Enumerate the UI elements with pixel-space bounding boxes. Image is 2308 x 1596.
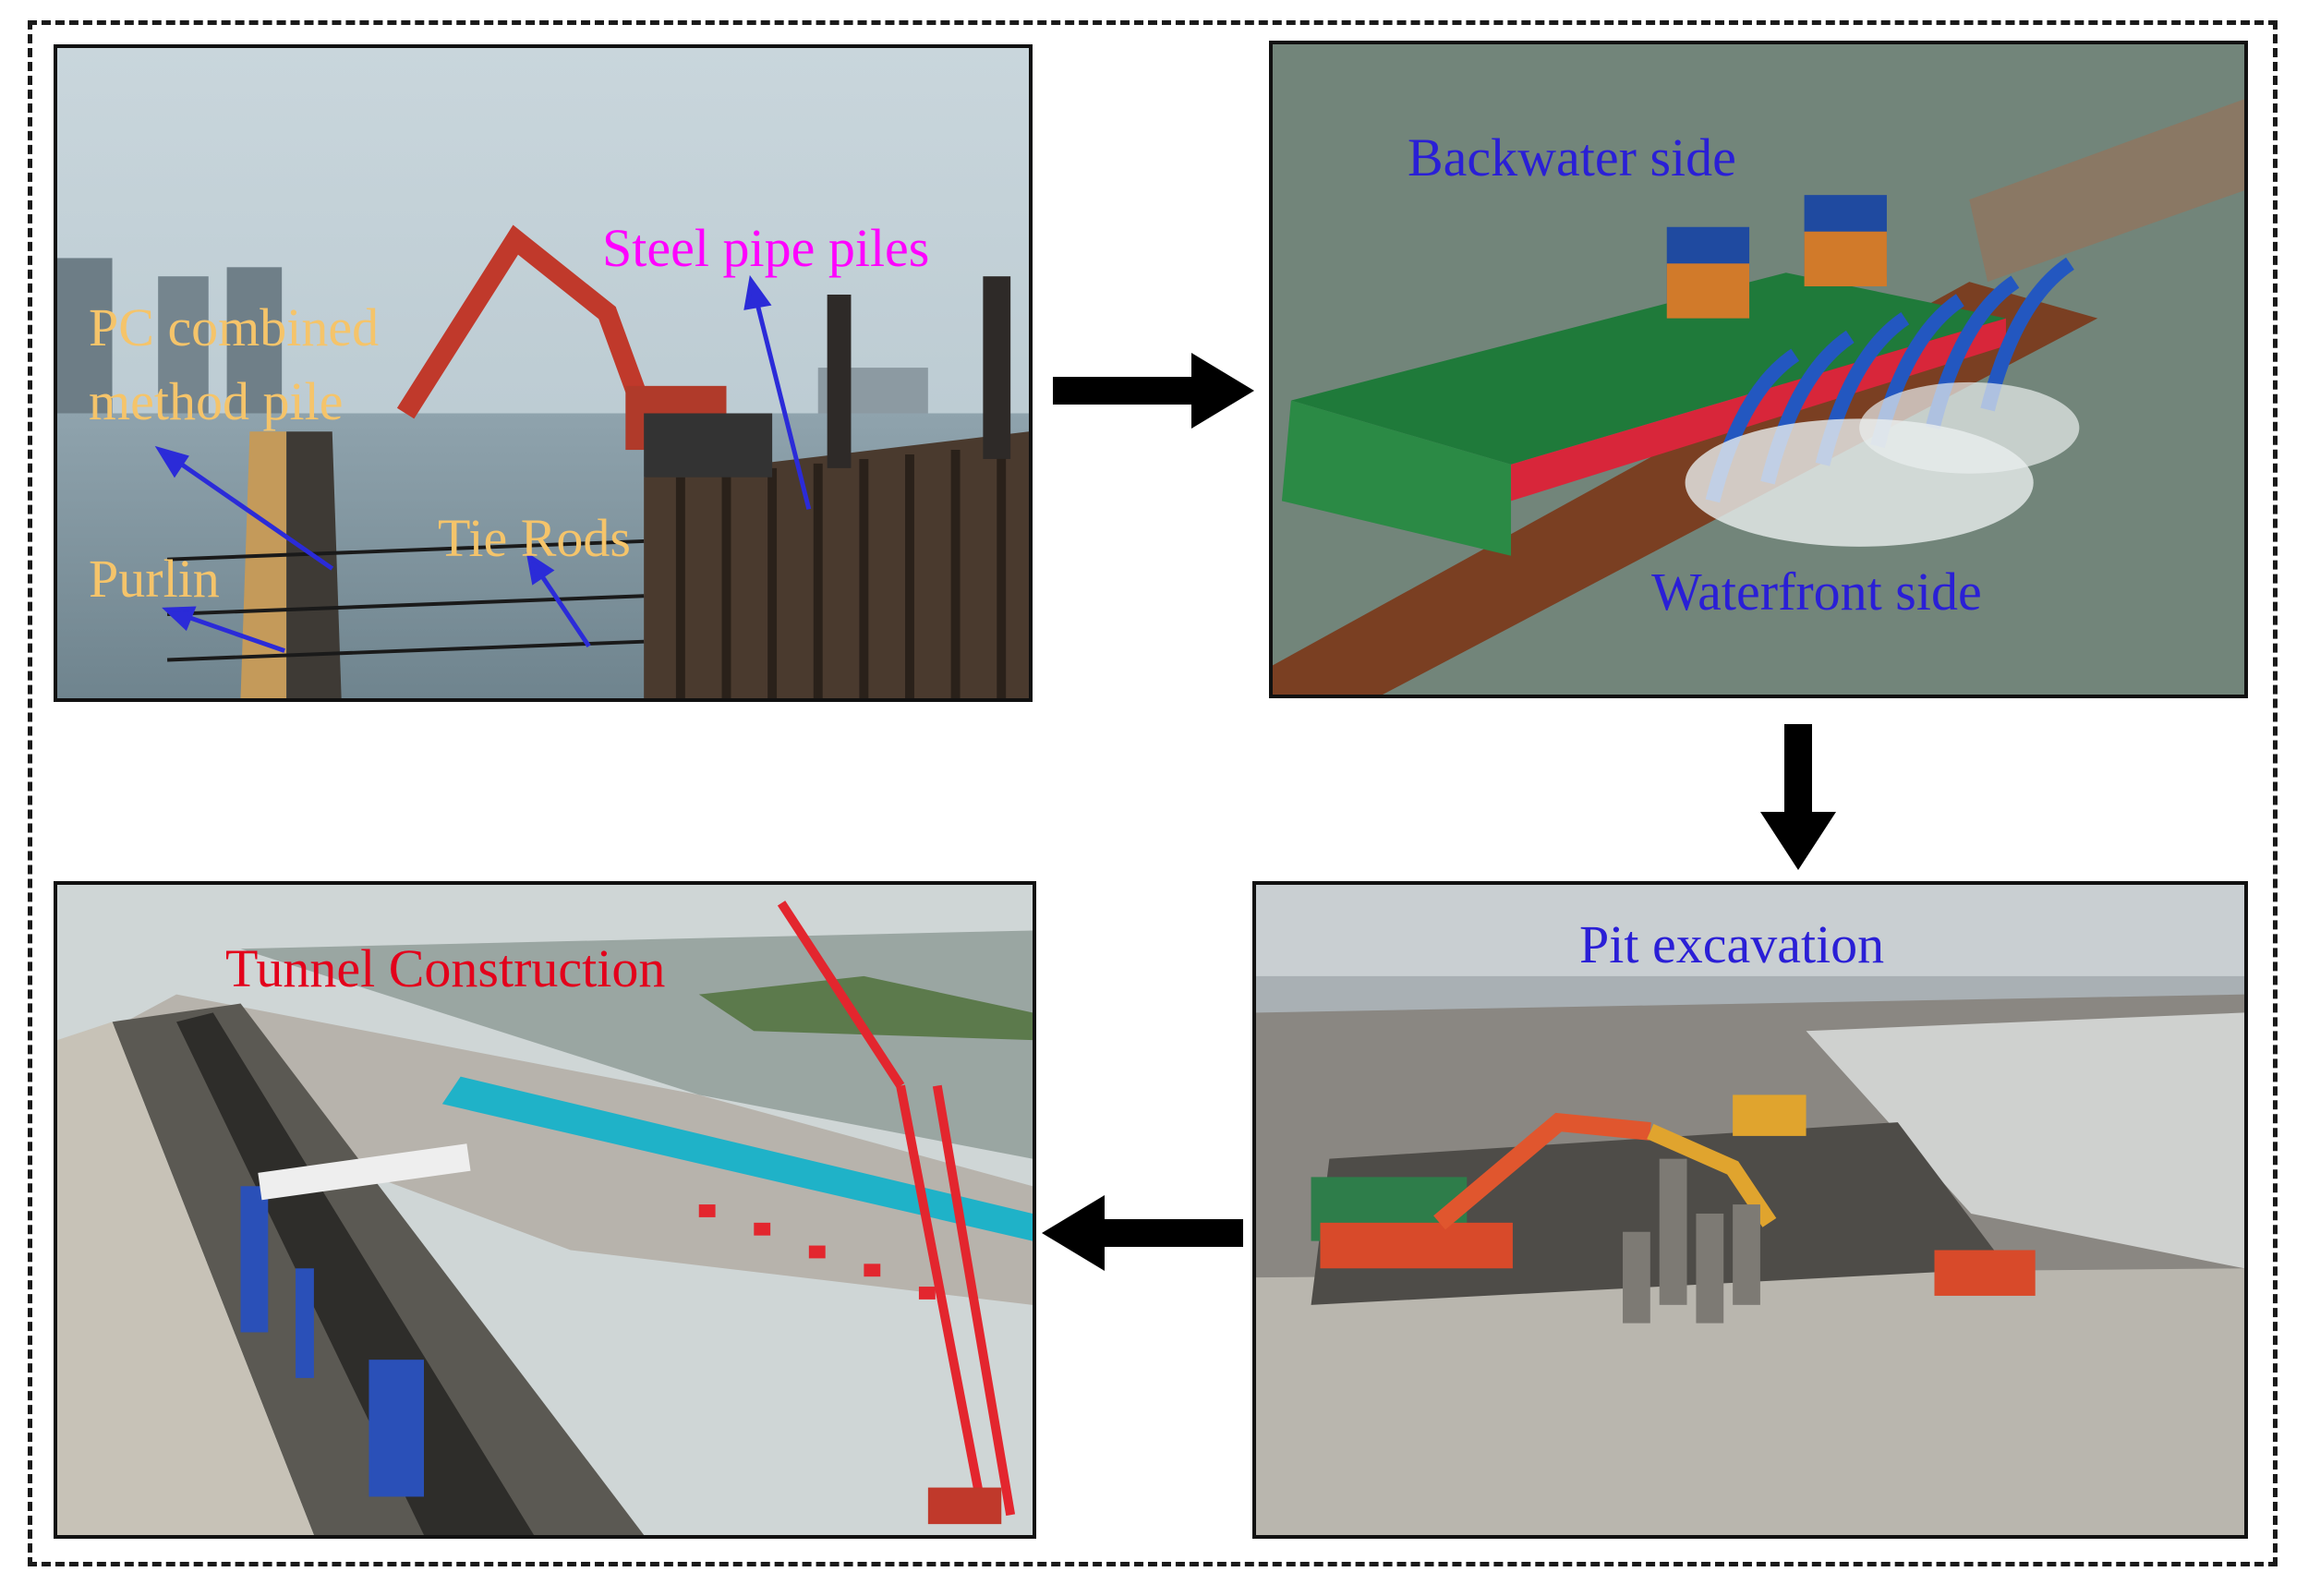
photo-pit-excavation	[1252, 881, 2248, 1539]
label-purlin: Purlin	[89, 549, 220, 609]
label-pit-excavation: Pit excavation	[1579, 914, 1885, 974]
dashed-border-frame	[28, 20, 2278, 1566]
photo-tunnel-construction	[54, 881, 1036, 1539]
flow-arrow-down	[1757, 724, 1840, 872]
label-tie-rods: Tie Rods	[438, 508, 632, 568]
label-waterfront-side: Waterfront side	[1651, 562, 1982, 622]
label-steel-pipe-piles: Steel pipe piles	[602, 218, 930, 278]
label-backwater-side: Backwater side	[1408, 127, 1736, 187]
label-pc-combined-line2: method pile	[89, 371, 344, 431]
flow-arrow-right	[1053, 349, 1256, 432]
label-tunnel-construction: Tunnel Construction	[225, 938, 666, 998]
label-pc-combined-line1: PC combined	[89, 297, 380, 357]
photo-pile-construction	[54, 44, 1033, 702]
flow-arrow-left	[1042, 1191, 1245, 1275]
photo-dewatering	[1269, 41, 2248, 698]
